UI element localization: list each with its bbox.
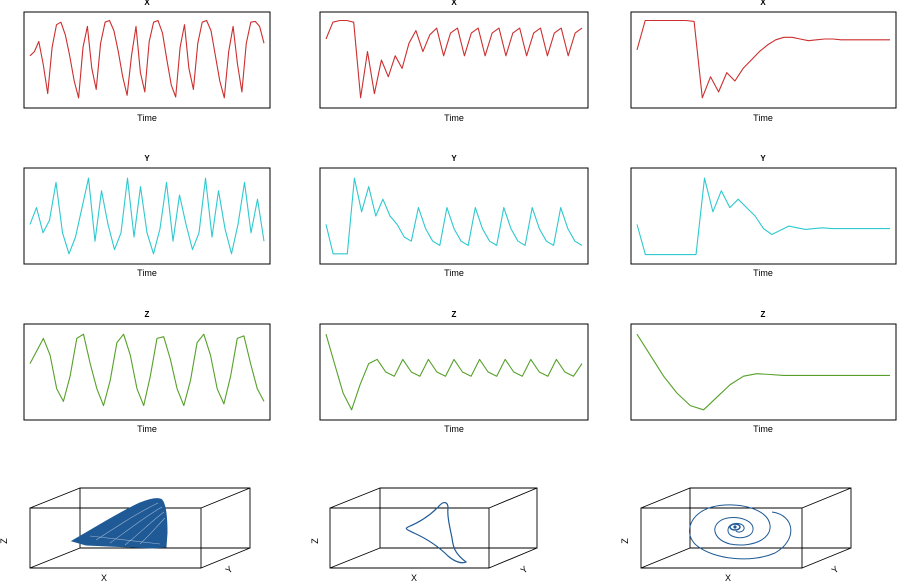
z-trace-periodic	[325, 334, 583, 411]
plot-frame	[630, 167, 897, 265]
axis-label-z: Z	[310, 538, 320, 544]
panel-title: X	[760, 0, 766, 7]
plot-frame	[23, 323, 271, 421]
axis-label-y: Y	[830, 564, 841, 576]
phase-portrait-chaotic: Z X Y	[0, 487, 251, 583]
panel-title: Z	[145, 310, 150, 319]
x-axis-label: Time	[444, 424, 464, 434]
limit-cycle-orbit	[405, 502, 468, 564]
axis-label-z: Z	[620, 538, 630, 544]
plot-frame	[319, 323, 589, 421]
chaotic-attractor-strokes	[89, 502, 166, 546]
x-axis-label: Time	[137, 113, 157, 123]
z-trace-steady	[636, 333, 890, 411]
y-trace-steady	[636, 177, 890, 256]
plot-frame	[23, 167, 271, 265]
box-3d	[329, 487, 538, 569]
x-axis-label: Time	[753, 268, 773, 278]
phase-portrait-limit-cycle: Z X Y	[310, 487, 538, 583]
spiral-core	[733, 525, 737, 529]
y-trace-periodic	[325, 177, 583, 255]
axis-label-y: Y	[519, 564, 530, 576]
x-trace-steady	[636, 19, 890, 99]
x-axis-label: Time	[753, 424, 773, 434]
panel-title: X	[144, 0, 150, 7]
y-trace-chaotic	[29, 177, 265, 255]
box-3d	[29, 487, 251, 569]
panel-title: Z	[761, 310, 766, 319]
plot-frame	[630, 323, 897, 421]
axis-label-x: X	[725, 573, 731, 583]
x-axis-label: Time	[753, 113, 773, 123]
spiral-fixed-point	[729, 523, 741, 531]
plot-frame	[23, 11, 271, 109]
axis-label-x: X	[101, 573, 107, 583]
panel-title: Y	[760, 154, 766, 163]
plot-frame	[630, 11, 897, 109]
plot-frame	[319, 11, 589, 109]
x-axis-label: Time	[444, 268, 464, 278]
x-axis-label: Time	[137, 424, 157, 434]
z-trace-chaotic	[29, 333, 265, 407]
panel-title: Y	[451, 154, 457, 163]
chaotic-attractor-fill	[70, 498, 168, 549]
axis-label-y: Y	[224, 564, 235, 576]
phase-portrait-fixed-point: Z X Y	[620, 487, 852, 583]
box-3d	[640, 487, 852, 569]
spiral-orbit	[689, 504, 792, 560]
axis-label-z: Z	[0, 538, 9, 544]
x-axis-label: Time	[444, 113, 464, 123]
panel-title: Z	[452, 310, 457, 319]
axis-label-x: X	[411, 573, 417, 583]
x-axis-label: Time	[137, 268, 157, 278]
panel-title: Y	[144, 154, 150, 163]
x-trace-periodic	[325, 19, 583, 99]
panel-title: X	[451, 0, 457, 7]
plot-frame	[319, 167, 589, 265]
x-trace-chaotic	[29, 19, 265, 99]
